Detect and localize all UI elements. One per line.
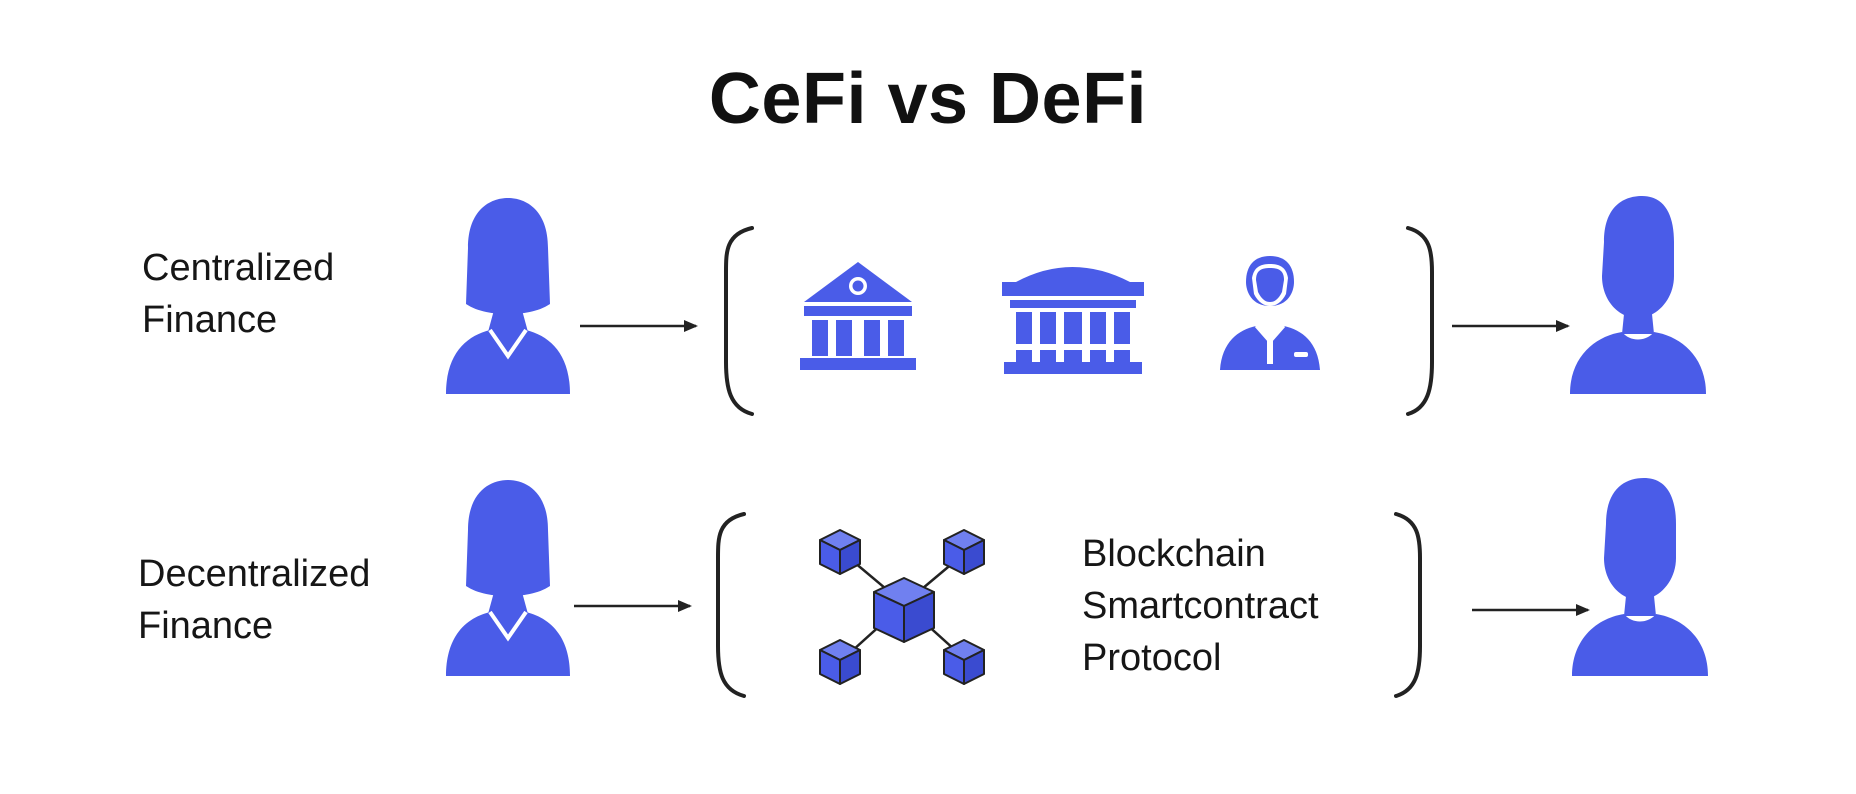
page-title: CeFi vs DeFi: [708, 59, 1148, 139]
cefi-bracket-left: [724, 226, 754, 416]
defi-label-line2: Finance: [138, 605, 274, 647]
cefi-bracket-right: [1406, 226, 1434, 416]
defi-bracket-left: [716, 512, 746, 698]
defi-items: Blockchain Smartcontract Protocol: [1082, 528, 1319, 684]
defi-recipient-icon: [1572, 478, 1708, 676]
bank-icon: [800, 262, 916, 370]
defi-label-line1: Decentralized: [138, 553, 371, 595]
defi-sender-icon: [444, 478, 572, 678]
defi-label: Decentralized Finance: [138, 548, 370, 652]
institution-icon: [1002, 267, 1144, 374]
blockchain-network-icon: [819, 529, 985, 685]
defi-item-protocol: Protocol: [1082, 637, 1222, 679]
cefi-sender-icon: [444, 196, 572, 396]
cefi-label-line2: Finance: [142, 299, 278, 341]
cefi-label-line1: Centralized: [142, 247, 335, 289]
agent-icon: [1220, 256, 1320, 370]
defi-bracket-right: [1394, 512, 1422, 698]
cefi-recipient-icon: [1570, 196, 1706, 394]
cefi-label: Centralized Finance: [142, 242, 334, 346]
defi-item-smartcontract: Smartcontract: [1082, 585, 1319, 627]
defi-item-blockchain: Blockchain: [1082, 533, 1266, 575]
